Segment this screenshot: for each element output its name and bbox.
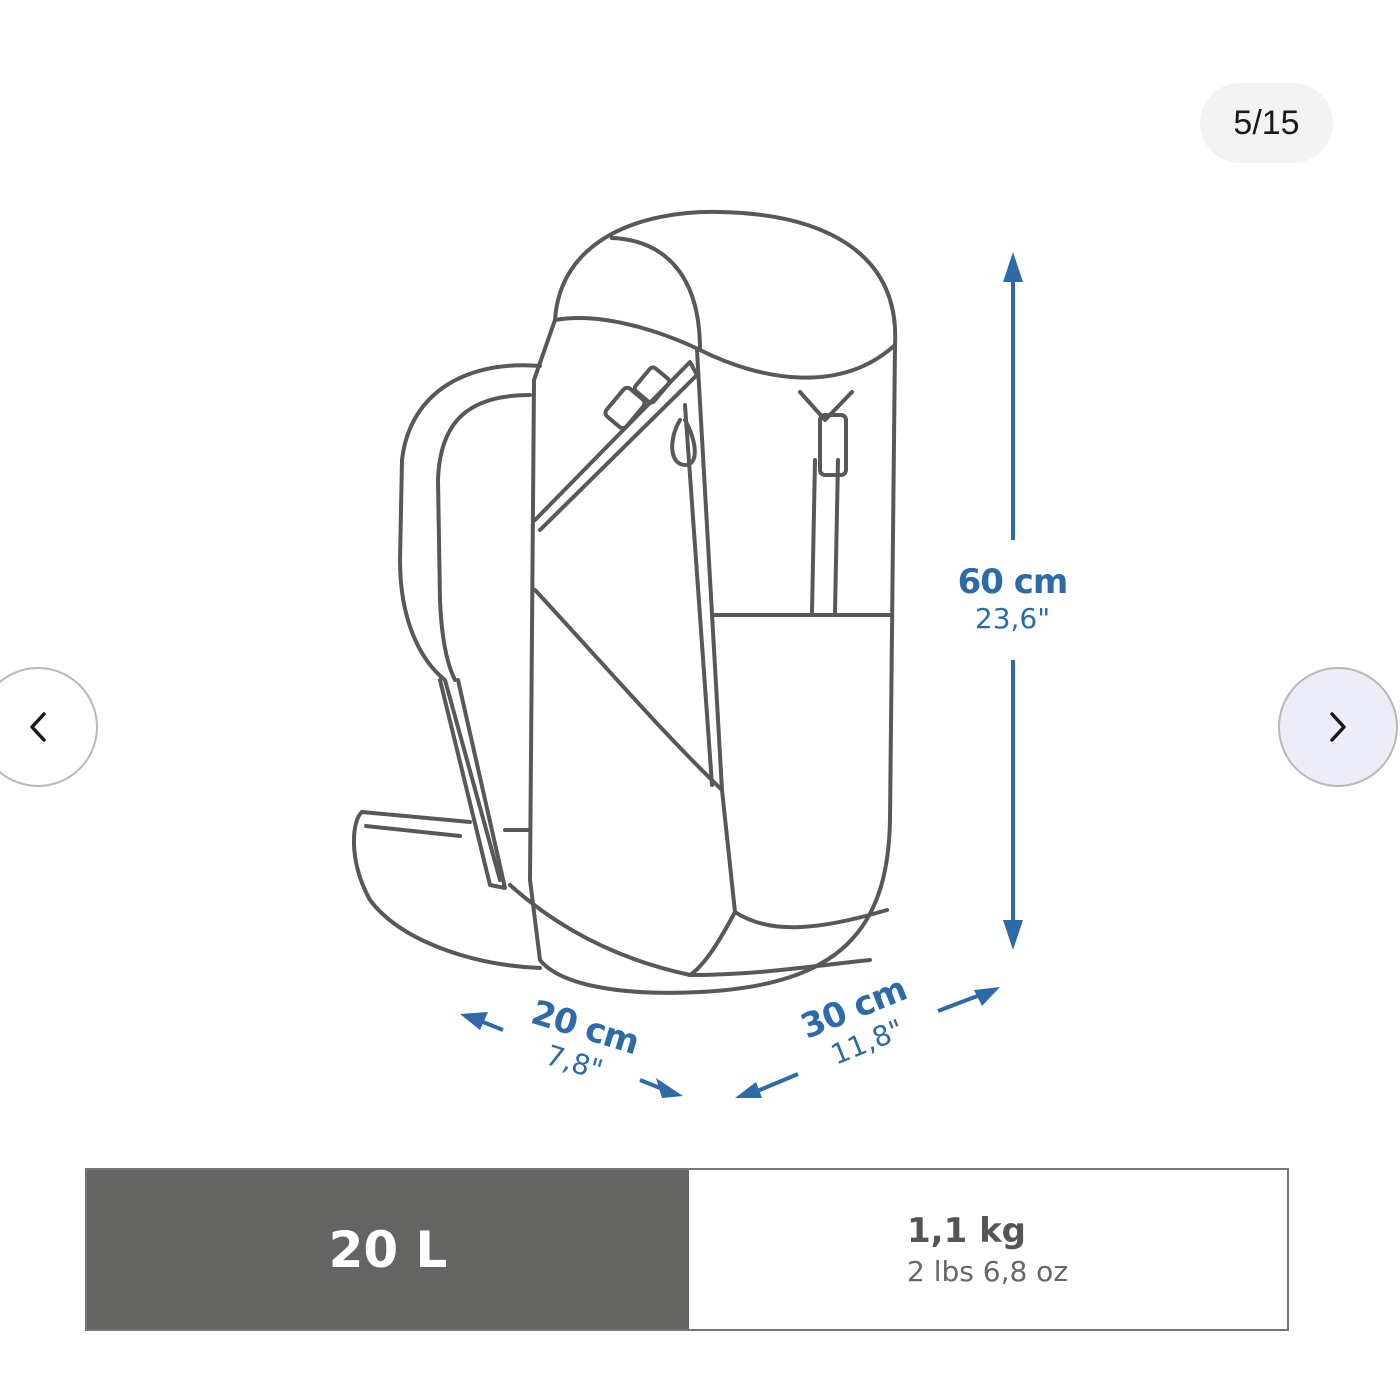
previous-image-button[interactable] <box>0 667 98 787</box>
weight-metric: 1,1 kg <box>907 1211 1027 1251</box>
height-inches: 23,6" <box>974 602 1051 635</box>
spec-bar: 20 L 1,1 kg 2 lbs 6,8 oz <box>85 1168 1289 1331</box>
weight-spec: 1,1 kg 2 lbs 6,8 oz <box>689 1170 1287 1329</box>
weight-imperial: 2 lbs 6,8 oz <box>907 1255 1069 1288</box>
volume-spec: 20 L <box>87 1170 689 1329</box>
chevron-right-icon <box>1330 712 1346 742</box>
backpack-illustration <box>352 209 1023 1098</box>
height-dimension-label: 60 cm 23,6" <box>950 565 1075 633</box>
height-cm: 60 cm <box>957 562 1069 602</box>
next-image-button[interactable] <box>1278 667 1398 787</box>
image-counter-badge: 5/15 <box>1200 83 1333 163</box>
chevron-left-icon <box>30 712 46 742</box>
